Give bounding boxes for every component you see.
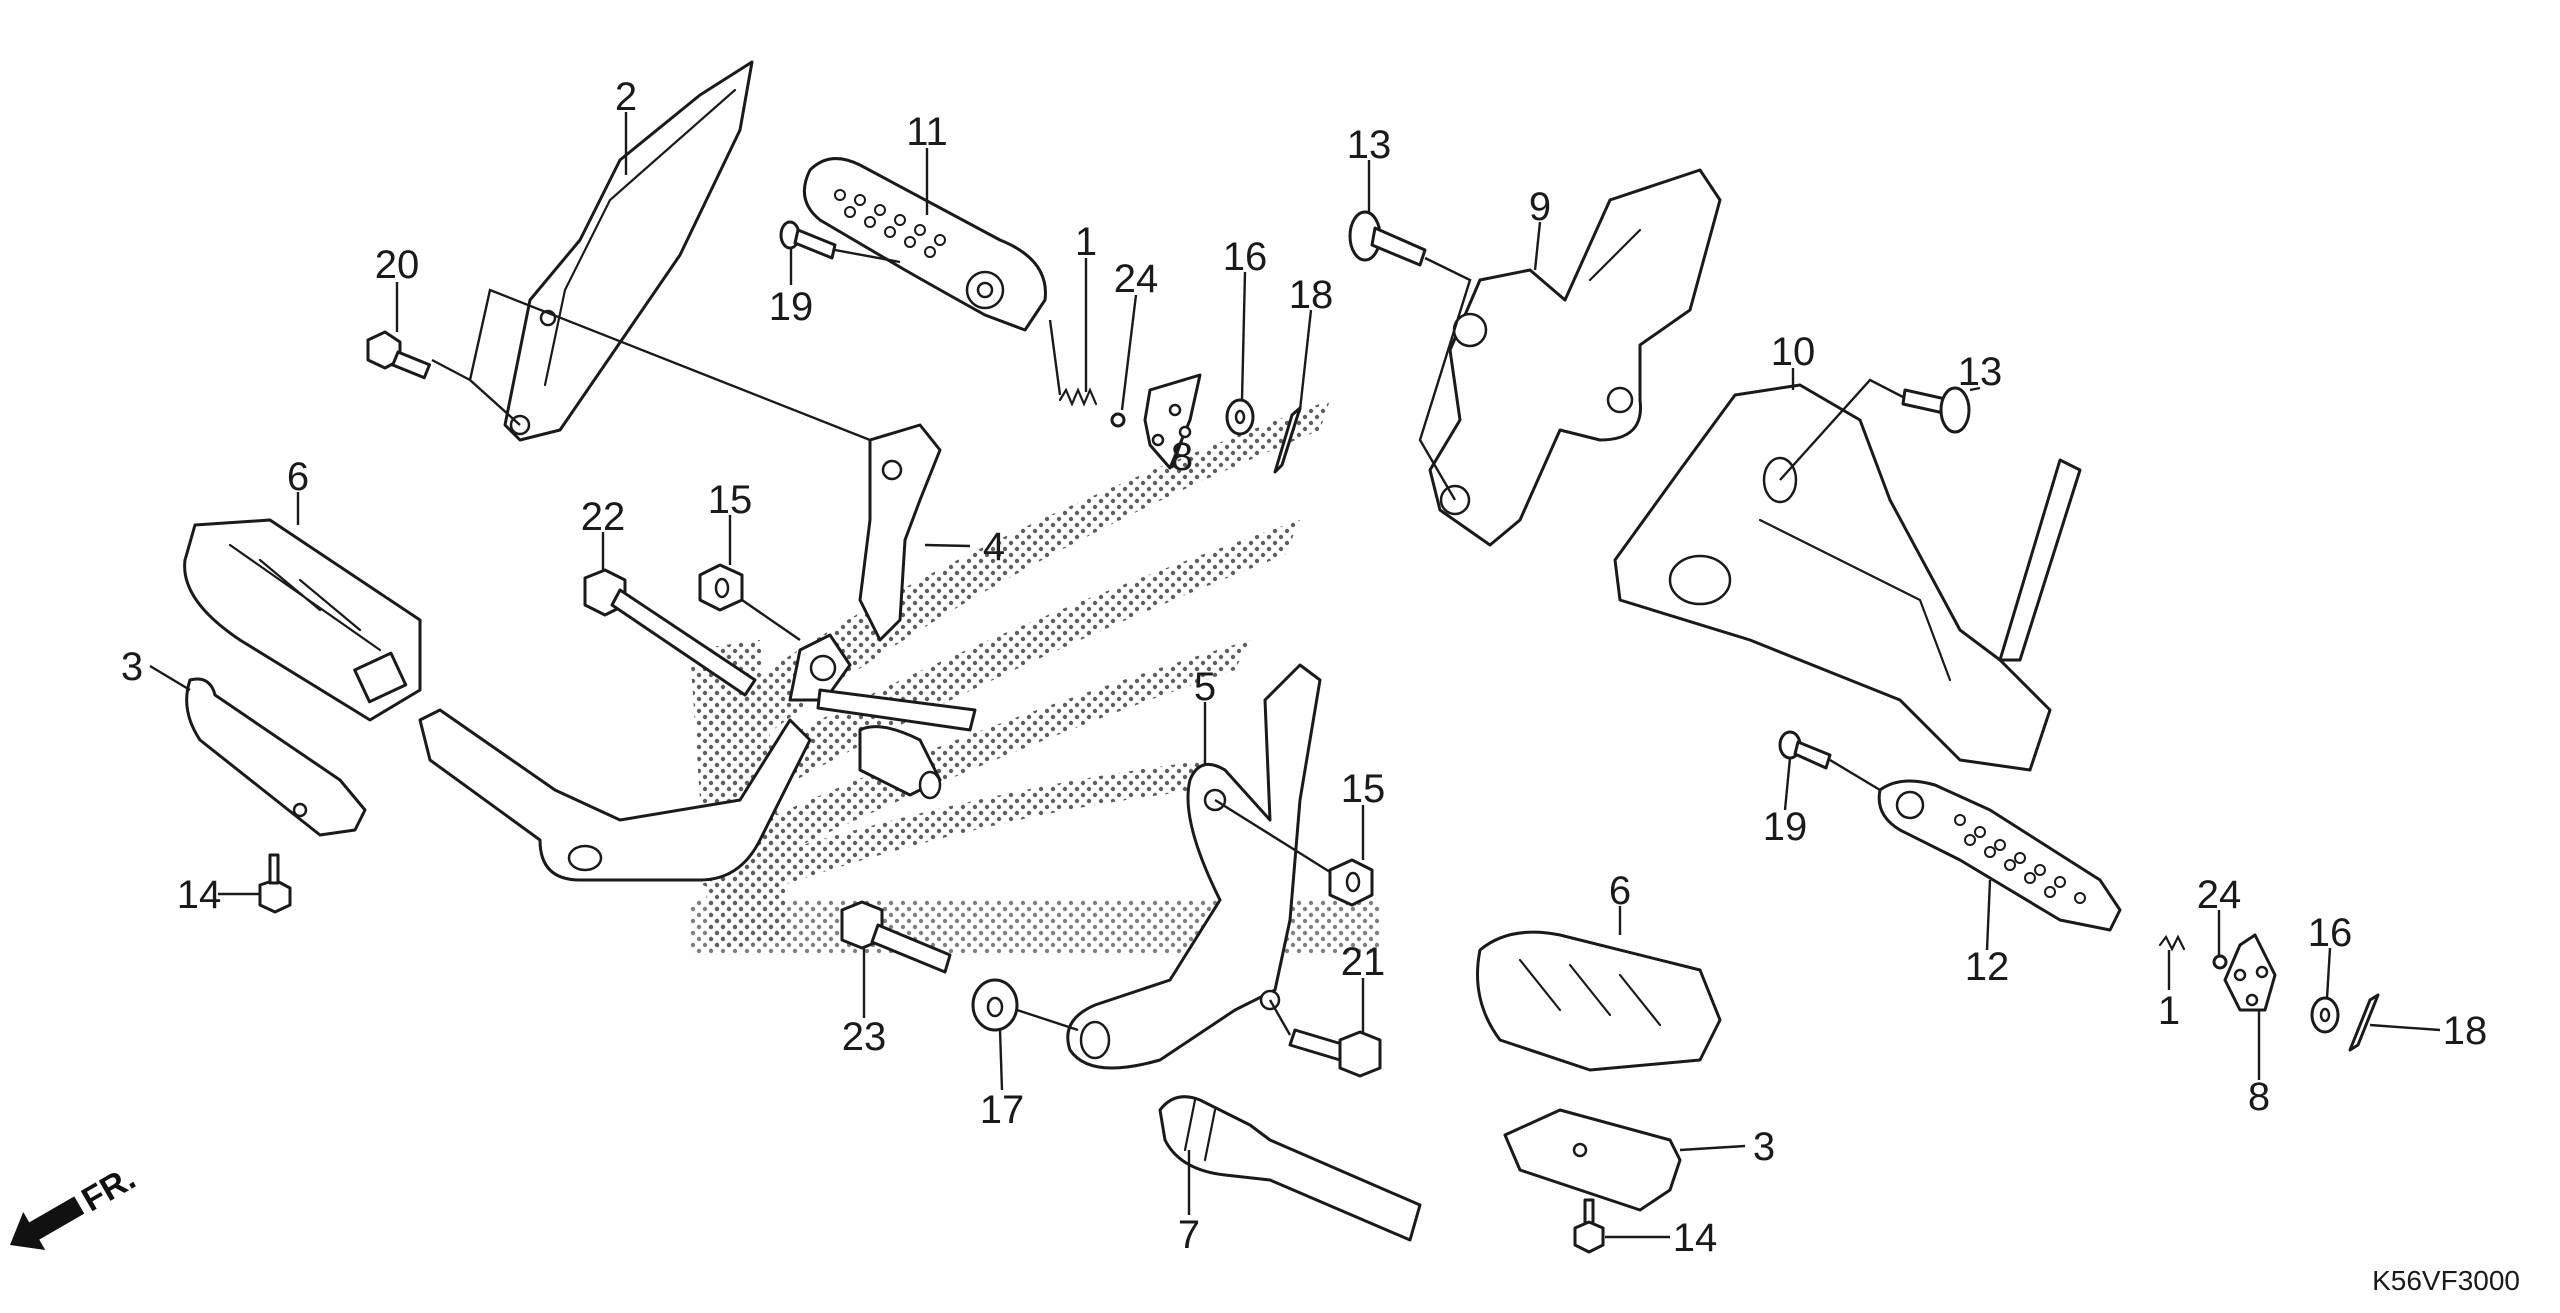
socket-bolt-13b[interactable] xyxy=(1901,386,1971,434)
callout-1[interactable]: 1 xyxy=(1075,220,1097,264)
cotter-pin-18b[interactable] xyxy=(2348,993,2380,1052)
callout-1[interactable]: 1 xyxy=(2158,989,2180,1033)
nut-15b[interactable] xyxy=(1328,858,1374,907)
flange-bolt-23[interactable] xyxy=(840,900,952,974)
detent-plate-right[interactable] xyxy=(2223,933,2277,1012)
rubber-holder-right[interactable] xyxy=(1503,1108,1682,1212)
steel-ball-24b[interactable] xyxy=(2212,954,2228,970)
callout-24[interactable]: 24 xyxy=(1114,257,1159,301)
callout-11[interactable]: 11 xyxy=(906,110,948,154)
callout-6[interactable]: 6 xyxy=(1609,869,1631,913)
callout-15[interactable]: 15 xyxy=(708,478,753,522)
screw-14b[interactable] xyxy=(1573,1198,1605,1254)
callout-2[interactable]: 2 xyxy=(615,75,637,119)
callout-12[interactable]: 12 xyxy=(1965,945,2010,989)
left-step-bar-stay[interactable] xyxy=(1066,663,1322,1070)
callout-19[interactable]: 19 xyxy=(1763,805,1808,849)
callout-18[interactable]: 18 xyxy=(1289,273,1334,317)
right-step-bar-stay[interactable] xyxy=(418,423,977,882)
pivot-bolt-22[interactable] xyxy=(583,568,757,697)
nut-15a[interactable] xyxy=(698,563,744,612)
footpeg-pin-left[interactable] xyxy=(779,220,837,260)
callout-13[interactable]: 13 xyxy=(1958,350,2003,394)
callout-3[interactable]: 3 xyxy=(1753,1125,1775,1169)
callout-9[interactable]: 9 xyxy=(1529,185,1551,229)
callout-6[interactable]: 6 xyxy=(287,455,309,499)
step-bar[interactable] xyxy=(1158,1095,1422,1242)
callout-13[interactable]: 13 xyxy=(1347,123,1392,167)
right-step-holder[interactable] xyxy=(1428,168,1722,547)
socket-bolt-13a[interactable] xyxy=(1348,210,1427,267)
flange-bolt-20[interactable] xyxy=(366,330,432,380)
flange-bolt-21[interactable] xyxy=(1288,1028,1382,1078)
callout-4[interactable]: 4 xyxy=(983,525,1005,569)
callout-10[interactable]: 10 xyxy=(1771,330,1816,374)
callout-8[interactable]: 8 xyxy=(2248,1075,2270,1119)
callout-21[interactable]: 21 xyxy=(1341,940,1386,984)
front-arrow-icon xyxy=(10,1196,85,1251)
callout-18[interactable]: 18 xyxy=(2443,1009,2488,1053)
callout-5[interactable]: 5 xyxy=(1194,665,1216,709)
washer-16[interactable] xyxy=(1225,398,1255,436)
callout-23[interactable]: 23 xyxy=(842,1015,887,1059)
front-footpeg[interactable] xyxy=(802,157,1047,332)
callout-16[interactable]: 16 xyxy=(1223,235,1268,279)
callout-22[interactable]: 22 xyxy=(581,495,626,539)
washer-17[interactable] xyxy=(971,978,1019,1032)
step-rubber-right[interactable] xyxy=(1476,930,1722,1072)
callout-17[interactable]: 17 xyxy=(980,1088,1025,1132)
screw-14a[interactable] xyxy=(258,853,292,914)
spring-1[interactable] xyxy=(1058,387,1098,407)
steel-ball-24[interactable] xyxy=(1110,412,1126,428)
footpeg-pin-right[interactable] xyxy=(1778,730,1832,770)
callout-16[interactable]: 16 xyxy=(2308,911,2353,955)
callout-24[interactable]: 24 xyxy=(2197,873,2242,917)
rear-footpeg[interactable] xyxy=(1877,779,2122,932)
callout-7[interactable]: 7 xyxy=(1178,1213,1200,1257)
callout-20[interactable]: 20 xyxy=(375,243,420,287)
leader-lines xyxy=(149,112,2441,1239)
front-label: FR. xyxy=(75,1159,141,1219)
step-rubber-left[interactable] xyxy=(183,518,422,722)
diagram-code: K56VF3000 xyxy=(2372,1265,2520,1296)
callout-8[interactable]: 8 xyxy=(1171,435,1193,479)
callout-19[interactable]: 19 xyxy=(769,285,814,329)
callout-3[interactable]: 3 xyxy=(121,645,143,689)
spring-1b[interactable] xyxy=(2158,934,2186,952)
callout-14[interactable]: 14 xyxy=(1673,1216,1718,1260)
cotter-pin-18[interactable] xyxy=(1273,406,1302,474)
callout-14[interactable]: 14 xyxy=(177,873,222,917)
callout-labels: 2 20 11 19 1 24 16 18 8 13 9 10 13 6 22 … xyxy=(121,75,2487,1260)
detent-plate[interactable] xyxy=(1143,373,1202,470)
rubber-holder-left[interactable] xyxy=(185,677,367,837)
left-step-holder[interactable] xyxy=(1613,383,2082,772)
callout-15[interactable]: 15 xyxy=(1341,767,1386,811)
washer-16b[interactable] xyxy=(2310,996,2340,1034)
front-direction-indicator: FR. xyxy=(10,1159,142,1251)
